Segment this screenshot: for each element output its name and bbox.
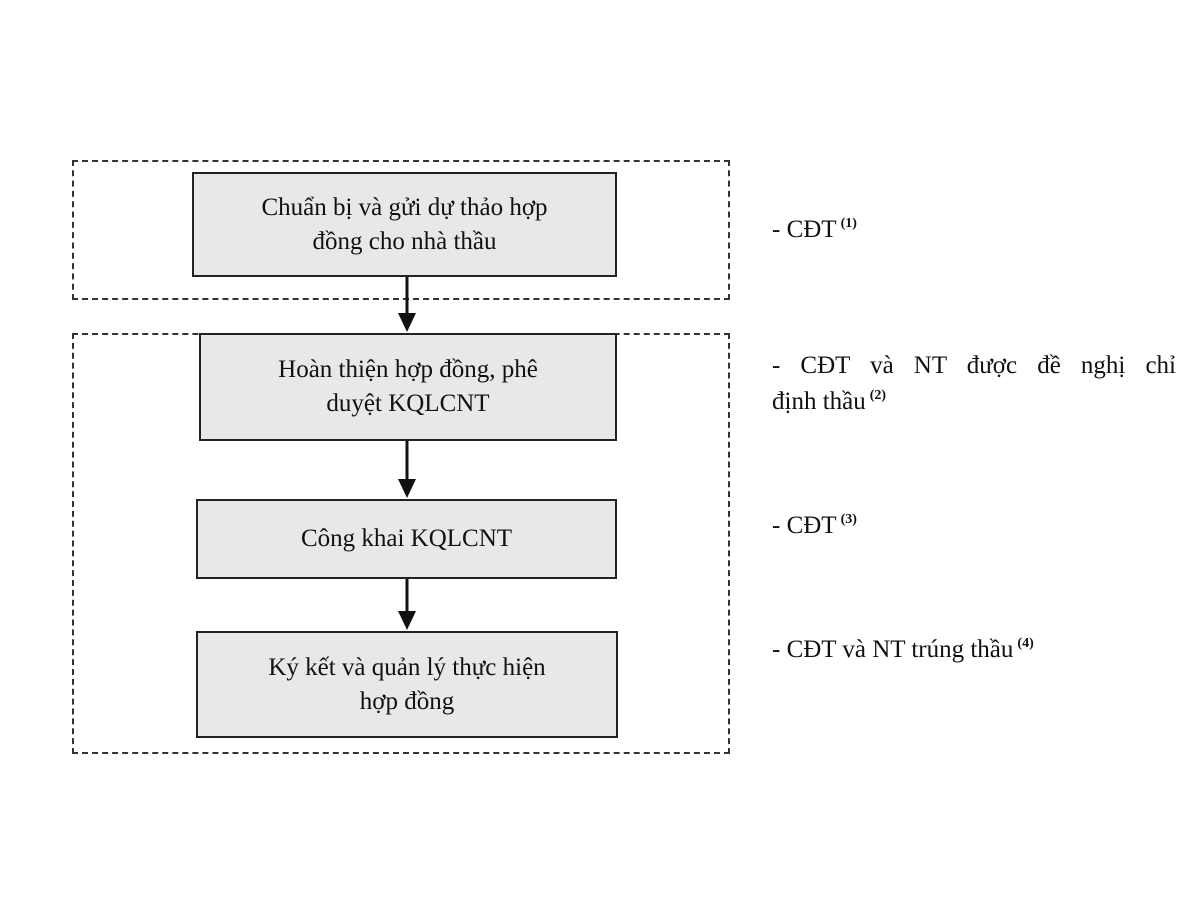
note-2-text-line1: - CĐT và NT được đề nghị chỉ [772,352,1176,379]
note-1-ref: (1) [840,216,857,231]
step-2-label-line1: Hoàn thiện hợp đồng, phê [278,356,538,384]
note-2-text-line2: định thầu [772,388,866,416]
note-1: - CĐT(1) [772,212,857,248]
step-1-box: Chuẩn bị và gửi dự thảo hợp đồng cho nhà… [192,172,617,277]
note-3-text: - CĐT [772,512,837,539]
note-3-ref: (3) [840,512,857,527]
note-2-ref: (2) [869,388,887,404]
arrow-step-1-to-2 [398,277,416,332]
step-1-label-line1: Chuẩn bị và gửi dự thảo hợp [261,193,548,221]
arrow-step-3-to-4 [398,579,416,630]
step-4-box: Ký kết và quản lý thực hiện hợp đồng [196,631,618,738]
step-2-label-line2: duyệt KQLCNT [326,390,490,417]
note-3: - CĐT(3) [772,508,857,544]
step-4-label-line1: Ký kết và quản lý thực hiện [268,653,546,681]
note-2: - CĐT và NT được đề nghị chỉ định thầu(2… [772,348,1176,421]
step-1-label-line2: đồng cho nhà thầu [312,227,497,255]
step-3-box: Công khai KQLCNT [196,499,617,579]
step-2-box: Hoàn thiện hợp đồng, phê duyệt KQLCNT [199,333,617,441]
note-4-text: - CĐT và NT trúng thầu [772,636,1014,663]
note-1-text: - CĐT [772,216,837,243]
arrow-step-2-to-3 [398,441,416,498]
note-4: - CĐT và NT trúng thầu(4) [772,632,1034,668]
group-preparation [72,160,730,300]
step-4-label-line2: hợp đồng [359,687,455,715]
step-3-label-line1: Công khai KQLCNT [300,525,513,553]
note-4-ref: (4) [1017,636,1034,651]
